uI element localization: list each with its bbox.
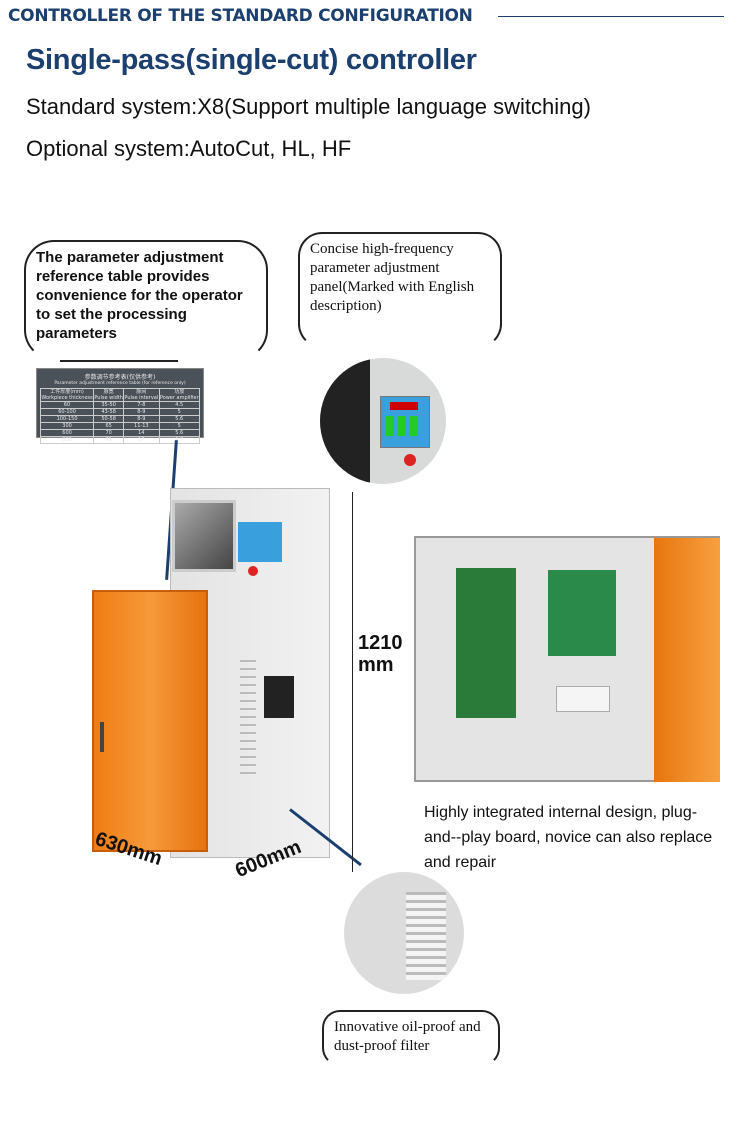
callout-panel: Concise high-frequency parameter adjustm… [298, 232, 502, 348]
table-cell: 100-150 [39, 415, 95, 423]
header-text: 工件厚度(mm) [50, 389, 84, 395]
filter-zoom-image [344, 872, 464, 994]
optional-system: Optional system:AutoCut, HL, HF [26, 136, 352, 161]
header-text: Workpiece thickness [41, 395, 93, 401]
height-label: 1210 mm [358, 632, 403, 676]
header-text: 功放 [174, 389, 185, 395]
vent-louvers [240, 660, 256, 780]
callout-text: Concise high-frequency parameter adjustm… [310, 241, 475, 314]
height-dimension-line [352, 492, 353, 872]
table-cell: 4.5 [158, 401, 200, 409]
monitor [172, 500, 236, 572]
table-cell: 35-50 [93, 401, 125, 409]
callout-filter: Innovative oil-proof and dust-proof filt… [322, 1010, 500, 1066]
table-cell: 70 [93, 429, 125, 437]
table-cell: 65 [93, 422, 125, 430]
control-panel [238, 522, 282, 562]
table-cell: 6.7 [158, 436, 200, 444]
height-unit: mm [358, 654, 394, 676]
circuit-board [548, 570, 616, 656]
height-value: 1210 [358, 632, 403, 654]
page-title: Single-pass(single-cut) controller [26, 44, 477, 76]
table-cell: 50-58 [93, 415, 125, 423]
internal-caption: Highly integrated internal design, plug-… [424, 804, 713, 871]
plate-subtitle: Parameter adjustment reference table (fo… [54, 381, 186, 386]
emergency-stop-button[interactable] [248, 566, 258, 576]
table-cell: 5 [158, 422, 200, 430]
internal-photo [414, 536, 720, 782]
standard-system: Standard system:X8(Support multiple lang… [26, 94, 591, 119]
callout-text: Innovative oil-proof and dust-proof filt… [334, 1019, 481, 1054]
table-cell: 8-9 [123, 415, 160, 423]
table-cell: 800 [39, 436, 95, 444]
panel-zoom-image [320, 358, 446, 484]
table-cell: 75 [93, 436, 125, 444]
table-cell: 600 [39, 429, 95, 437]
table-cell: 8-9 [123, 408, 160, 416]
cabinet-door [92, 590, 208, 852]
header-text: Pulse width [94, 395, 123, 401]
table-cell: 60 [39, 401, 95, 409]
table-cell: 5 [158, 408, 200, 416]
reference-table-plate: 参数调节参考表(仅供参考) Parameter adjustment refer… [36, 368, 204, 444]
table-cell: 43-58 [93, 408, 125, 416]
header-text: Power amplifier [159, 395, 199, 401]
table-cell: 17 [123, 436, 160, 444]
plate-title: 参数调节参考表(仅供参考) [84, 374, 156, 381]
underline [60, 360, 178, 362]
header-text: 脉间 [136, 389, 147, 395]
divider [498, 16, 724, 17]
table-cell: 7-8 [123, 401, 160, 409]
table-cell: 300 [39, 422, 95, 430]
section-header: CONTROLLER OF THE STANDARD CONFIGURATION [8, 6, 473, 26]
open-door [654, 538, 720, 782]
callout-reference-table: The parameter adjustment reference table… [24, 240, 268, 360]
filter-vent [264, 676, 294, 718]
table-cell: 5.6 [158, 429, 200, 437]
power-sockets [556, 686, 610, 712]
table-cell: 5.6 [158, 415, 200, 423]
table-cell: 60-100 [39, 408, 95, 416]
callout-text: The parameter adjustment reference table… [36, 249, 243, 342]
table-cell: 14 [123, 429, 160, 437]
header-text: 脉宽 [103, 389, 114, 395]
circuit-board [456, 568, 516, 718]
table-cell: 11-13 [123, 422, 160, 430]
table-header: 工件厚度(mm)Workpiece thickness [39, 388, 95, 402]
header-text: Pulse interval [124, 395, 159, 401]
